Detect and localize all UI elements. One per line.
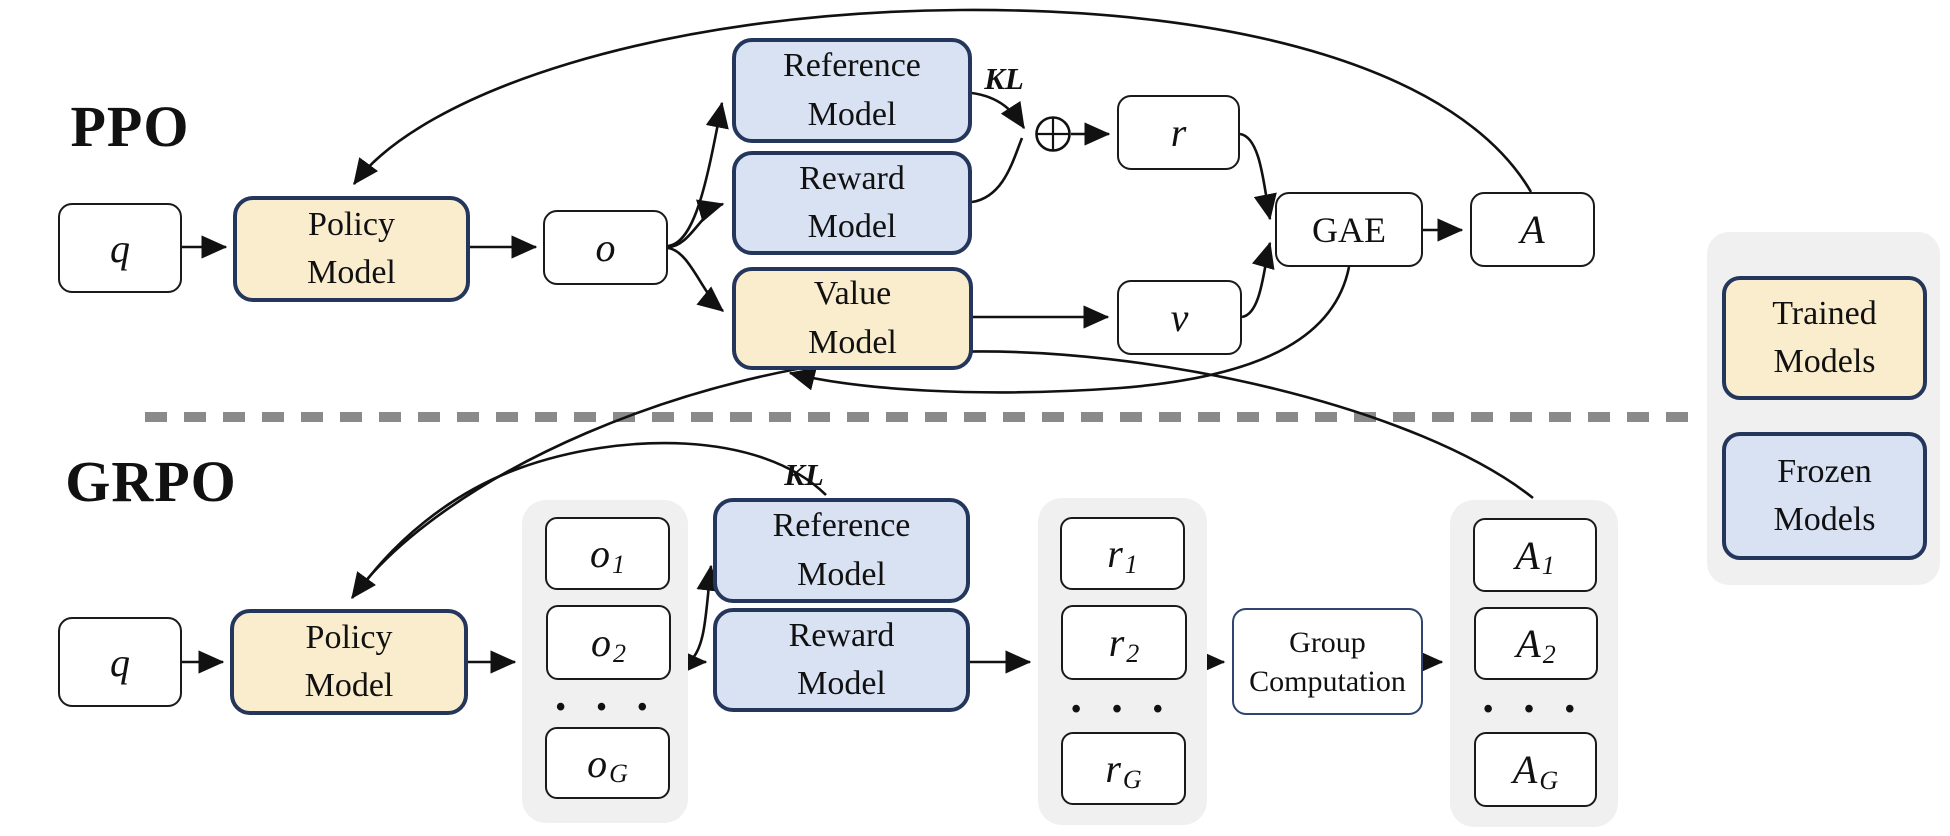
curve-ppo-reward-to-plus bbox=[971, 137, 1024, 204]
ppo-r-node: r bbox=[1117, 95, 1240, 170]
grpo-reward-ellipsis: • • • bbox=[1071, 694, 1175, 725]
grpo-advantage-2-sub: 2 bbox=[1542, 639, 1556, 669]
grpo-reference-model-node: Reference Model bbox=[713, 498, 970, 603]
plus-circle-icon bbox=[1035, 116, 1071, 152]
grpo-reward-2-sub: 2 bbox=[1126, 638, 1140, 668]
grpo-advantage-1-sub: 1 bbox=[1541, 551, 1555, 580]
grpo-output-G-base: o bbox=[587, 740, 608, 786]
ppo-policy-model-node: Policy Model bbox=[233, 196, 470, 302]
section-label-grpo: GRPO bbox=[65, 448, 237, 514]
grpo-output-2-base: o bbox=[591, 620, 611, 665]
grpo-advantage-G-sub: G bbox=[1539, 765, 1559, 795]
arrow-ppo-gae-to-value-feedback bbox=[788, 266, 1351, 394]
grpo-output-1-base: o bbox=[590, 531, 610, 576]
arrow-ppo-advantage-to-policy-feedback bbox=[352, 8, 1533, 193]
ppo-value-model-node: Value Model bbox=[732, 267, 973, 370]
grpo-output-G-sub: G bbox=[609, 759, 628, 788]
grpo-advantage-2-base: A bbox=[1516, 621, 1541, 666]
arrow-ppo-reference-to-plus bbox=[971, 91, 1026, 130]
ppo-advantage-node: A bbox=[1470, 192, 1595, 267]
ppo-kl-label: KL bbox=[984, 61, 1024, 96]
grpo-reward-1-sub: 1 bbox=[1124, 549, 1138, 579]
grpo-reward-2-base: r bbox=[1108, 620, 1125, 665]
grpo-group-computation-node: Group Computation bbox=[1232, 608, 1423, 715]
arrow-ppo-o-to-value bbox=[667, 246, 725, 313]
grpo-advantage-G-base: A bbox=[1512, 747, 1538, 792]
arrow-ppo-o-to-reference bbox=[667, 101, 729, 248]
ppo-reference-model-node: Reference Model bbox=[732, 38, 972, 143]
curve-grpo-reference-kl-to-policy bbox=[356, 441, 827, 593]
arrow-ppo-r-to-gae bbox=[1239, 132, 1277, 221]
arrow-grpo-outputs-to-reference bbox=[690, 564, 720, 660]
grpo-q-node: q bbox=[58, 617, 182, 707]
grpo-output-1-sub: 1 bbox=[612, 549, 625, 579]
arrow-ppo-v-to-gae bbox=[1241, 241, 1275, 319]
grpo-output-2-sub: 2 bbox=[613, 638, 626, 668]
legend-trained-models: Trained Models bbox=[1722, 276, 1927, 400]
grpo-reward-G-sub: G bbox=[1122, 764, 1142, 794]
ppo-gae-node: GAE bbox=[1275, 192, 1423, 267]
legend-frozen-models: Frozen Models bbox=[1722, 432, 1927, 560]
grpo-output-ellipsis: • • • bbox=[555, 692, 660, 723]
ppo-q-node: q bbox=[58, 203, 182, 293]
ppo-reward-model-node: Reward Model bbox=[732, 151, 972, 255]
arrow-ppo-o-to-reward bbox=[667, 199, 725, 249]
grpo-kl-label: KL bbox=[784, 457, 824, 492]
grpo-reward-1-base: r bbox=[1107, 531, 1123, 576]
section-label-ppo: PPO bbox=[70, 93, 190, 159]
grpo-reward-G-base: r bbox=[1105, 746, 1121, 791]
grpo-policy-model-node: Policy Model bbox=[230, 609, 468, 715]
grpo-advantage-ellipsis: • • • bbox=[1483, 694, 1587, 725]
grpo-advantage-1-base: A bbox=[1515, 532, 1540, 578]
grpo-reward-model-node: Reward Model bbox=[713, 608, 970, 712]
ppo-v-node: v bbox=[1117, 280, 1242, 355]
ppo-o-node: o bbox=[543, 210, 668, 285]
